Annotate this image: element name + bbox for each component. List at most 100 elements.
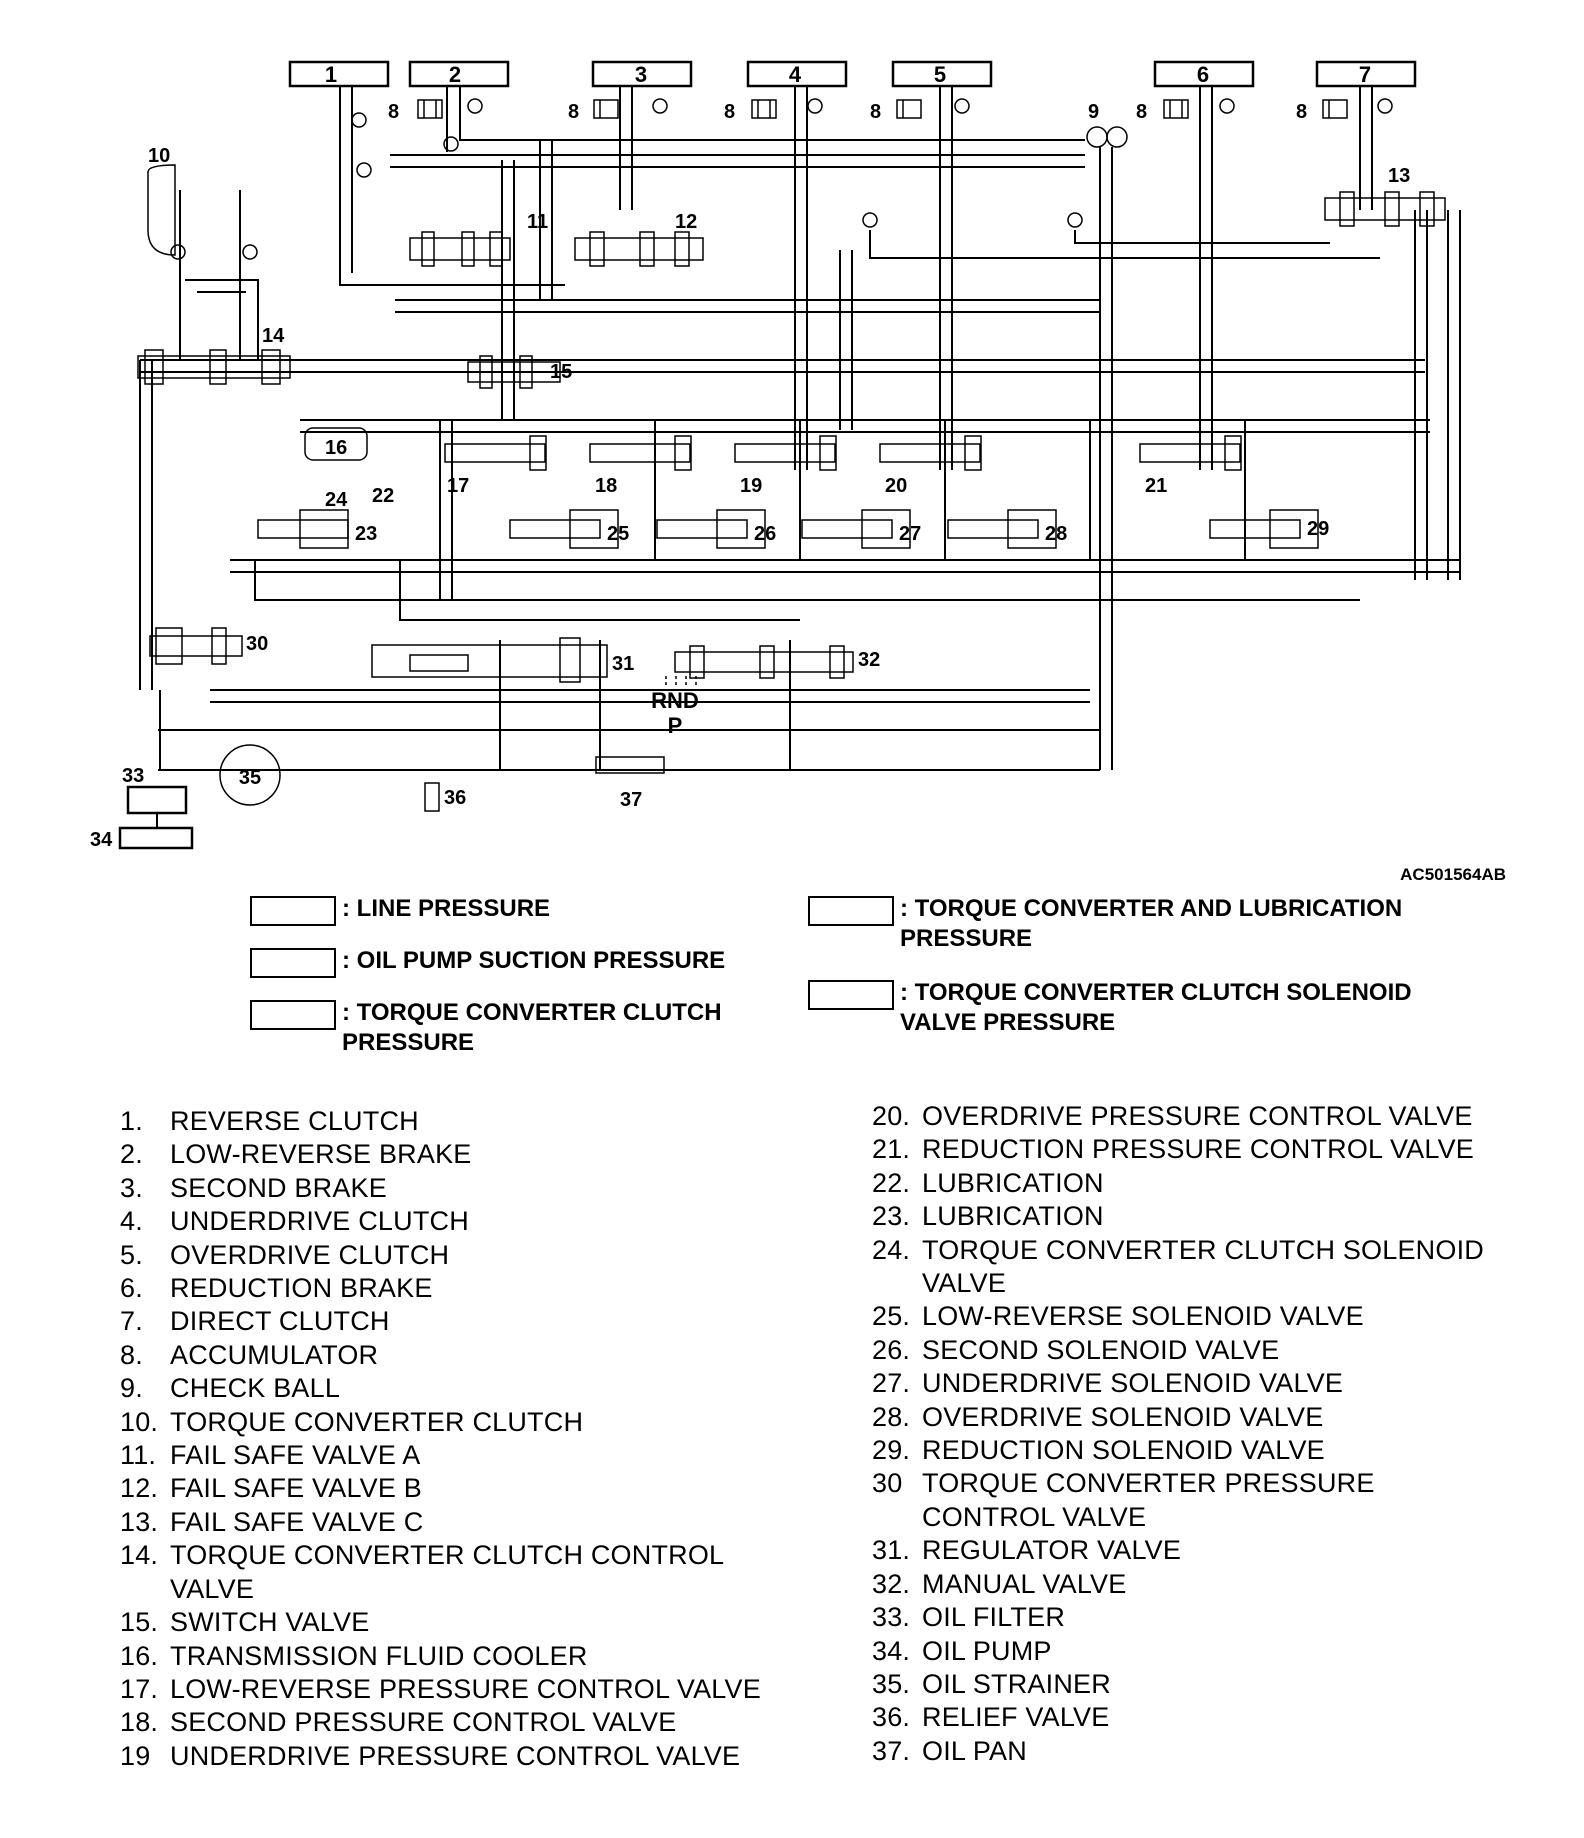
label-7: 7 (1359, 62, 1371, 87)
part-item: 27.UNDERDRIVE SOLENOID VALVE (872, 1367, 1484, 1400)
label-24: 24 (325, 489, 348, 511)
legend-swatch (808, 896, 894, 926)
part-item: 2.LOW-REVERSE BRAKE (120, 1138, 761, 1171)
label-16: 16 (325, 437, 347, 459)
part-item: 35. OIL STRAINER (872, 1668, 1484, 1701)
part-name: LUBRICATION (922, 1201, 1104, 1232)
check-ball-9 (356, 126, 1128, 228)
label-25: 25 (607, 523, 629, 545)
accumulators (417, 99, 1348, 119)
part-name: RELIEF VALVE (922, 1702, 1110, 1733)
part-item: 36. RELIEF VALVE (872, 1701, 1484, 1734)
label-14: 14 (262, 325, 285, 347)
part-name: UNDERDRIVE SOLENOID VALVE (922, 1368, 1344, 1399)
part-number: 30 (872, 1468, 903, 1499)
part-item: 22. LUBRICATION (872, 1167, 1484, 1200)
label-22: 22 (372, 485, 394, 507)
hydraulic-circuit-diagram: 1 2 3 4 5 6 7 8 8 8 8 8 8 9 10 11 12 13 … (90, 60, 1461, 851)
part-number: 29. (872, 1435, 911, 1466)
part-item: 9.CHECK BALL (120, 1372, 761, 1405)
part-item: 30 TORQUE CONVERTER PRESSURE CONTROL VALV… (872, 1467, 1484, 1534)
part-name: LUBRICATION (922, 1167, 1104, 1198)
part-number: 36. (872, 1702, 911, 1733)
part-name: TORQUE CONVERTER CLUTCH CONTROL VALVE (170, 1540, 725, 1604)
label-5: 5 (934, 62, 946, 87)
part-name: REDUCTION PRESSURE CONTROL VALVE (922, 1134, 1474, 1165)
part-item: 16.TRANSMISSION FLUID COOLER (120, 1640, 761, 1673)
part-number: 4. (120, 1206, 143, 1237)
legend-tcc-pressure: : TORQUE CONVERTER CLUTCH PRESSURE (250, 998, 722, 1058)
label-28: 28 (1045, 523, 1067, 545)
part-number: 19 (120, 1740, 151, 1771)
part-name: TORQUE CONVERTER CLUTCH SOLENOID VALVE (922, 1234, 1484, 1299)
part-item: 25.LOW-REVERSE SOLENOID VALVE (872, 1300, 1484, 1333)
label-8b: 8 (568, 101, 579, 123)
part-number: 18. (120, 1707, 159, 1738)
part-number: 5. (120, 1239, 143, 1270)
part-name: OIL PAN (922, 1735, 1027, 1766)
relief-valve (424, 782, 440, 812)
transmission-fluid-cooler (304, 427, 368, 461)
label-17: 17 (447, 475, 469, 497)
label-8a: 8 (388, 101, 399, 123)
part-number: 23. (872, 1201, 911, 1232)
oil-strainer (219, 744, 281, 806)
label-20: 20 (885, 475, 907, 497)
label-15: 15 (550, 361, 572, 383)
part-name: OVERDRIVE CLUTCH (170, 1239, 450, 1270)
part-name: FAIL SAFE VALVE B (170, 1473, 423, 1504)
label-12: 12 (675, 211, 697, 233)
part-name: CHECK BALL (170, 1373, 341, 1404)
part-item: 14.TORQUE CONVERTER CLUTCH CONTROL VALVE (120, 1539, 761, 1606)
part-name: DIRECT CLUTCH (170, 1306, 390, 1337)
legend-swatch (250, 948, 336, 978)
part-number: 3. (120, 1172, 143, 1203)
box-7 (1315, 60, 1417, 88)
label-19: 19 (740, 475, 762, 497)
manual-valve (665, 645, 854, 688)
part-number: 2. (120, 1139, 143, 1170)
part-number: 35. (872, 1668, 911, 1699)
legend-label: : TORQUE CONVERTER CLUTCH SOLENOID VALVE… (900, 979, 1412, 1036)
label-9: 9 (1088, 101, 1099, 123)
box-1 (288, 60, 390, 88)
part-number: 22. (872, 1167, 911, 1198)
oil-pump (118, 826, 194, 850)
box-4 (746, 60, 848, 88)
part-name: MANUAL VALVE (922, 1568, 1127, 1599)
part-number: 21. (872, 1134, 911, 1165)
part-name: REVERSE CLUTCH (170, 1106, 419, 1136)
solenoid-valves (257, 509, 1319, 549)
label-34: 34 (90, 829, 113, 851)
part-item: 18. SECOND PRESSURE CONTROL VALVE (120, 1706, 761, 1739)
part-item: 15.SWITCH VALVE (120, 1606, 761, 1639)
part-item: 6.REDUCTION BRAKE (120, 1272, 761, 1305)
part-name: LOW-REVERSE PRESSURE CONTROL VALVE (170, 1673, 761, 1704)
part-name: SECOND PRESSURE CONTROL VALVE (170, 1707, 677, 1738)
gear-label-rnd: RND (651, 688, 699, 713)
part-item: 29.REDUCTION SOLENOID VALVE (872, 1434, 1484, 1467)
part-item: 37. OIL PAN (872, 1735, 1484, 1768)
part-item: 28.OVERDRIVE SOLENOID VALVE (872, 1401, 1484, 1434)
diagram-labels: 1 2 3 4 5 6 7 8 8 8 8 8 8 9 10 11 12 13 … (90, 62, 1410, 851)
part-name: OIL PUMP (922, 1635, 1052, 1666)
part-item: 17.LOW-REVERSE PRESSURE CONTROL VALVE (120, 1673, 761, 1706)
part-name: TORQUE CONVERTER PRESSURE CONTROL VALVE (922, 1468, 1375, 1532)
document-code: AC501564AB (1400, 865, 1506, 884)
label-32: 32 (858, 649, 880, 671)
tc-pressure-control-valve (149, 627, 243, 665)
part-number: 10. (120, 1406, 159, 1437)
part-number: 13. (120, 1506, 159, 1537)
label-8f: 8 (1296, 101, 1307, 123)
label-4: 4 (789, 62, 802, 87)
part-number: 26. (872, 1334, 911, 1365)
part-name: OIL STRAINER (922, 1668, 1111, 1699)
part-number: 16. (120, 1640, 159, 1671)
part-number: 37. (872, 1735, 911, 1766)
clutch-brake-boxes (288, 60, 1417, 88)
part-item: 26.SECOND SOLENOID VALVE (872, 1334, 1484, 1367)
part-number: 20. (872, 1101, 911, 1131)
legend-swatch (250, 896, 336, 926)
label-8e: 8 (1136, 101, 1147, 123)
